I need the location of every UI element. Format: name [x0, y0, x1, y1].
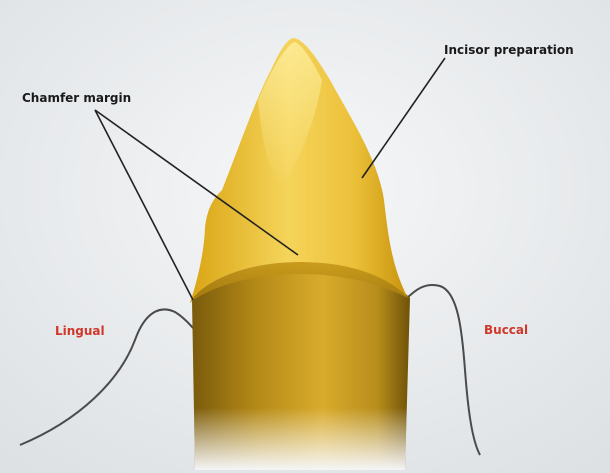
lingual-label: Lingual: [55, 324, 105, 338]
buccal-label: Buccal: [484, 323, 528, 337]
chamfer-margin-label: Chamfer margin: [22, 91, 131, 105]
tooth-root-fade: [192, 262, 410, 470]
incisor-preparation-label: Incisor preparation: [444, 43, 574, 57]
